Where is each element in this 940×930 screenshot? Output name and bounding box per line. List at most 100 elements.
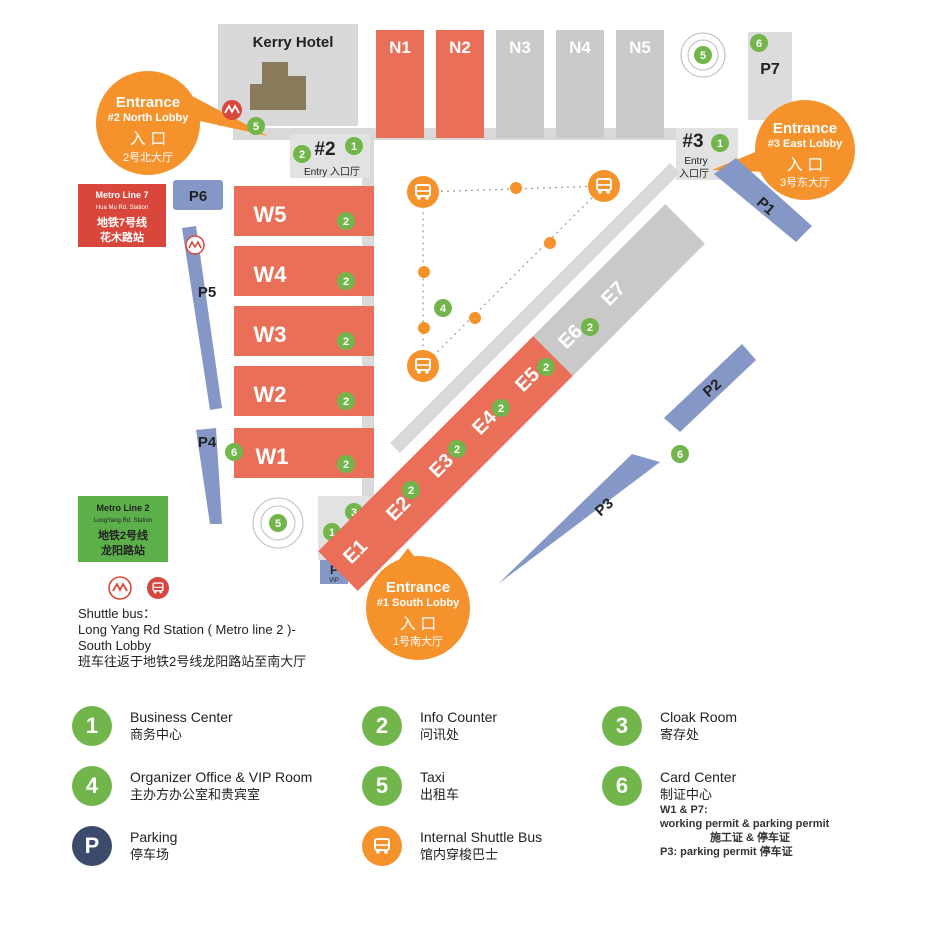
svg-text:2: 2: [587, 322, 593, 334]
entrance-south-lobby[interactable]: Entrance #1 South Lobby 入 口 1号南大厅: [366, 548, 470, 660]
svg-text:2: 2: [343, 276, 349, 288]
legend-label-en: Cloak Room: [660, 709, 738, 725]
legend-label-zh: 制证中心: [660, 787, 713, 802]
legend-label-en: Card Center: [660, 769, 737, 785]
svg-text:3: 3: [351, 507, 357, 519]
legend-label-en: Taxi: [420, 769, 445, 785]
parking-p4[interactable]: P4: [196, 428, 222, 524]
svg-text:#1 South Lobby: #1 South Lobby: [377, 597, 460, 609]
svg-text:N4: N4: [569, 38, 591, 57]
svg-text:5: 5: [700, 50, 706, 62]
svg-text:P5: P5: [198, 284, 216, 301]
svg-text:P: P: [330, 563, 338, 577]
svg-text:N5: N5: [629, 38, 651, 57]
parking-p3[interactable]: P3: [498, 454, 660, 584]
hall-n5[interactable]: N5: [616, 30, 664, 138]
entry-2[interactable]: #2 Entry 入口厅 2 1: [290, 134, 370, 178]
svg-text:6: 6: [756, 38, 762, 50]
svg-text:1号南大厅: 1号南大厅: [393, 634, 443, 648]
legend-taxi: 5 Taxi 出租车: [362, 766, 459, 806]
parking-p2[interactable]: P2: [664, 344, 756, 432]
venue-map: Kerry Hotel N1 N2 N3 N4 N5 5 P7 6 #2 Ent…: [78, 24, 855, 660]
legend-label-en: Parking: [130, 829, 178, 845]
svg-text:LongYang Rd. Station: LongYang Rd. Station: [94, 518, 152, 524]
shuttle-bus-title: Shuttle bus：: [78, 606, 157, 621]
svg-text:Entrance: Entrance: [116, 94, 180, 111]
legend-label-zh: 寄存处: [660, 727, 700, 742]
taxi-marker: 5: [362, 766, 402, 806]
legend-label-zh: 主办方办公室和贵宾室: [130, 787, 261, 802]
shuttle-stop-nw[interactable]: [407, 176, 439, 208]
hall-n1[interactable]: N1: [376, 30, 424, 138]
info-counter-marker: 2: [362, 706, 402, 746]
hall-w2[interactable]: W2 2: [234, 366, 374, 416]
legend-label-en: Business Center: [130, 709, 233, 725]
svg-text:W2: W2: [254, 382, 287, 407]
shuttle-bus-zh: 班车往返于地铁2号线龙阳路站至南大厅: [78, 654, 307, 669]
svg-text:#3 East Lobby: #3 East Lobby: [768, 138, 843, 150]
svg-text:龙阳路站: 龙阳路站: [100, 543, 145, 557]
kerry-hotel-label: Kerry Hotel: [253, 34, 334, 51]
legend-label-en: Organizer Office & VIP Room: [130, 769, 313, 785]
svg-text:P6: P6: [189, 188, 207, 205]
hall-w4[interactable]: W4 2: [234, 246, 374, 296]
info-badges-east[interactable]: 2 2 2 2 2: [402, 318, 599, 499]
svg-text:入 口: 入 口: [130, 131, 166, 148]
hotel-building-icon: [250, 62, 306, 110]
taxi-stand-south[interactable]: 5: [252, 497, 304, 549]
card-center-note-4: P3: parking permit 停车证: [660, 846, 793, 858]
parking-p1[interactable]: P1: [714, 158, 812, 242]
hall-w1[interactable]: W1 2: [234, 428, 374, 478]
east-corridor: [390, 163, 680, 453]
shuttle-bus-route: Long Yang Rd Station ( Metro line 2 )-: [78, 622, 296, 637]
metro-line-2[interactable]: Metro Line 2 LongYang Rd. Station 地铁2号线 …: [78, 496, 168, 562]
svg-text:N2: N2: [449, 38, 471, 57]
card-center-w1[interactable]: 6: [225, 443, 243, 461]
svg-text:#3: #3: [682, 131, 703, 152]
svg-text:Hua Mu Rd. Station: Hua Mu Rd. Station: [96, 205, 148, 211]
svg-text:W4: W4: [254, 262, 288, 287]
hall-e7[interactable]: E7: [576, 204, 705, 333]
parking-p5[interactable]: P5: [182, 226, 222, 410]
svg-text:3号东大厅: 3号东大厅: [780, 175, 830, 189]
svg-text:2: 2: [343, 459, 349, 471]
shuttle-bus-info: Shuttle bus： Long Yang Rd Station ( Metr…: [78, 606, 306, 670]
hall-n3[interactable]: N3: [496, 30, 544, 138]
metro-line-icon-west: [185, 235, 205, 255]
metro-icon-south: [108, 576, 132, 600]
hall-n2[interactable]: N2: [436, 30, 484, 138]
shuttle-stop-ne[interactable]: [588, 170, 620, 202]
card-center-p3[interactable]: 6: [671, 445, 689, 463]
svg-text:#2: #2: [314, 139, 335, 160]
card-center-note-1: W1 & P7:: [660, 804, 708, 816]
svg-text:2: 2: [343, 396, 349, 408]
svg-text:Entrance: Entrance: [773, 120, 837, 137]
svg-text:入 口: 入 口: [400, 616, 436, 633]
svg-text:W1: W1: [256, 444, 289, 469]
shuttle-bus-destination: South Lobby: [78, 638, 152, 653]
svg-text:2: 2: [408, 485, 414, 497]
svg-text:2: 2: [343, 336, 349, 348]
legend-cloak-room: 3 Cloak Room 寄存处: [602, 706, 737, 746]
business-center-marker: 1: [72, 706, 112, 746]
svg-text:N1: N1: [389, 38, 411, 57]
svg-text:Entrance: Entrance: [386, 579, 450, 596]
taxi-badge-hotel[interactable]: 5: [247, 117, 265, 135]
legend-internal-shuttle-bus: Internal Shuttle Bus 馆内穿梭巴士: [362, 826, 542, 866]
organizer-office-badge[interactable]: 4: [434, 299, 452, 317]
hall-n4[interactable]: N4: [556, 30, 604, 138]
taxi-stand-north[interactable]: 5: [680, 32, 726, 78]
card-center-note-3: 施工证 & 停车证: [710, 832, 791, 844]
cloak-room-marker: 3: [602, 706, 642, 746]
parking-p6[interactable]: P6: [173, 180, 223, 210]
svg-text:2: 2: [454, 444, 460, 456]
legend-info-counter: 2 Info Counter 问讯处: [362, 706, 497, 746]
shuttle-stop-sw[interactable]: [407, 350, 439, 382]
metro-line-7[interactable]: Metro Line 7 Hua Mu Rd. Station 地铁7号线 花木…: [78, 184, 166, 247]
legend-label-zh: 出租车: [420, 787, 460, 802]
legend-label-zh: 馆内穿梭巴士: [420, 847, 499, 862]
svg-text:5: 5: [275, 518, 281, 530]
svg-text:2号北大厅: 2号北大厅: [123, 150, 173, 164]
